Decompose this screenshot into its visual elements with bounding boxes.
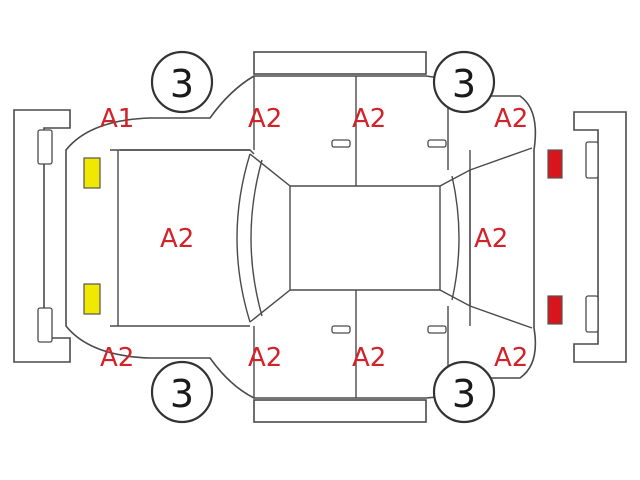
right-rear-quarter-code: A2 <box>494 343 528 373</box>
front-bumper-right-slot <box>37 307 53 343</box>
front-bumper-left-slot <box>37 129 53 165</box>
wheel-front-left: 3 <box>150 50 214 114</box>
left-front-door-handle <box>331 139 351 148</box>
left-front-door-code: A2 <box>248 104 282 134</box>
rear-trunk-code: A2 <box>474 224 508 254</box>
right-front-door-handle <box>331 325 351 334</box>
left-side-sill <box>253 51 427 75</box>
front-bumper <box>13 109 71 363</box>
right-headlight <box>83 283 101 315</box>
wheel-rear-right: 3 <box>432 360 496 424</box>
right-rear-door-code: A2 <box>352 343 386 373</box>
rear-bumper-right-slot <box>585 295 599 333</box>
right-rear-door-handle <box>427 325 447 334</box>
left-taillight <box>547 149 563 179</box>
front-right-fender-code: A2 <box>100 343 134 373</box>
left-rear-door-handle <box>427 139 447 148</box>
right-taillight <box>547 295 563 325</box>
right-front-door-code: A2 <box>248 343 282 373</box>
rear-bumper-left-slot <box>585 141 599 179</box>
wheel-front-left-grade: 3 <box>170 62 194 106</box>
hood-code: A2 <box>160 224 194 254</box>
left-rear-door-code: A2 <box>352 104 386 134</box>
right-side-sill <box>253 399 427 423</box>
wheel-front-right: 3 <box>150 360 214 424</box>
car-body <box>65 75 537 399</box>
front-left-fender-code: A1 <box>100 104 134 134</box>
rear-bumper <box>573 111 627 363</box>
wheel-rear-left-grade: 3 <box>452 62 476 106</box>
wheel-front-right-grade: 3 <box>170 372 194 416</box>
left-headlight <box>83 157 101 189</box>
wheel-rear-right-grade: 3 <box>452 372 476 416</box>
wheel-rear-left: 3 <box>432 50 496 114</box>
left-rear-quarter-code: A2 <box>494 104 528 134</box>
